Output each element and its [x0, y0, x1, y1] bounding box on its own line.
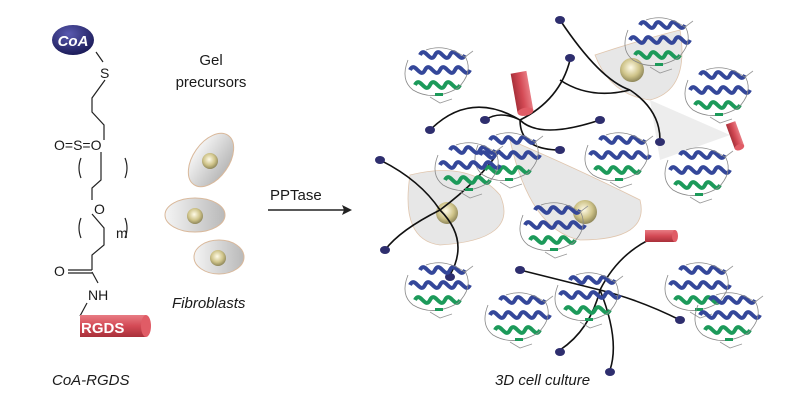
precursors-title-line2: precursors: [176, 74, 247, 91]
cell: [594, 29, 730, 160]
coa-rgds-caption: CoA-RGDS: [52, 372, 130, 389]
repeat-subscript: m: [116, 225, 128, 241]
amide-nh: NH: [88, 287, 108, 303]
coa-ellipse: [52, 25, 94, 55]
precursors-title-line1: Gel: [199, 52, 222, 69]
rgds-cylinders: [510, 70, 745, 242]
sulfone-group: O=S=O: [54, 137, 102, 153]
coa-rgds-molecule: CoA S O=S=O O m O NH RGDS CoA-RGDS: [52, 25, 151, 389]
fibroblast-cell: [187, 132, 235, 188]
rgds-label: RGDS: [81, 320, 124, 337]
rgds-cylinder: [80, 315, 146, 337]
3d-culture-caption: 3D cell culture: [495, 372, 590, 389]
peg-end-beads: [375, 16, 685, 376]
fibroblast-cell: [164, 197, 226, 233]
carbonyl-oxygen: O: [54, 263, 65, 279]
gel-precursors: Gel precursors Fibroblasts: [164, 52, 247, 312]
ether-oxygen: O: [94, 201, 105, 217]
hydrogel-network: 3D cell culture: [375, 15, 765, 389]
sulfur-atom: S: [100, 65, 109, 81]
fibroblast-cell: [193, 239, 245, 275]
coa-label: CoA: [58, 33, 89, 50]
reaction-arrow: PPTase: [268, 187, 352, 215]
pptase-label: PPTase: [270, 187, 322, 204]
fibroblasts-caption: Fibroblasts: [172, 295, 246, 312]
cell: [509, 139, 642, 241]
cell: [407, 170, 505, 246]
